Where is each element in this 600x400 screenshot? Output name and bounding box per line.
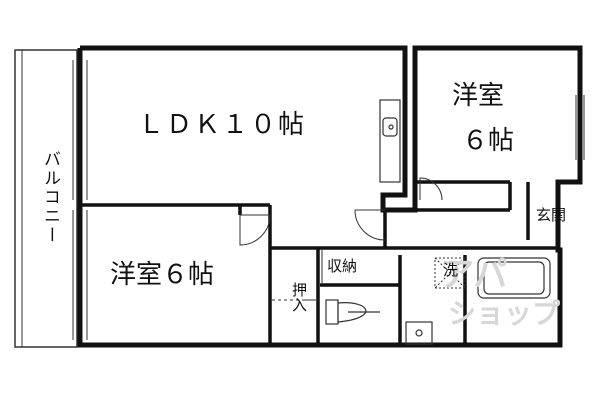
closet-marks — [272, 250, 323, 301]
western-room-1-label: 洋室 — [452, 81, 505, 111]
watermark-text: アパ — [440, 255, 508, 295]
bathtub — [477, 257, 551, 299]
kitchen-counter — [379, 99, 401, 183]
watermark-text-2: ショップ — [448, 297, 561, 330]
toilet — [325, 299, 380, 325]
washing-area — [434, 257, 466, 289]
storage-label: 収納 — [327, 257, 358, 275]
western-room-2-label: 洋室６帖 — [110, 260, 215, 290]
washbasin — [405, 321, 433, 345]
windows — [72, 60, 585, 340]
interior-walls — [80, 180, 560, 345]
western-room-1-size: ６帖 — [462, 126, 515, 156]
exterior-walls — [77, 45, 583, 348]
balcony-label: バルコニー — [40, 150, 60, 245]
balcony-outline — [14, 49, 78, 348]
ldk-label: ＬＤＫ１０帖 — [138, 110, 307, 140]
washer-label: 洗 — [443, 261, 459, 279]
entrance-label: 玄関 — [536, 206, 567, 224]
closet-label: 押入 — [290, 282, 308, 312]
